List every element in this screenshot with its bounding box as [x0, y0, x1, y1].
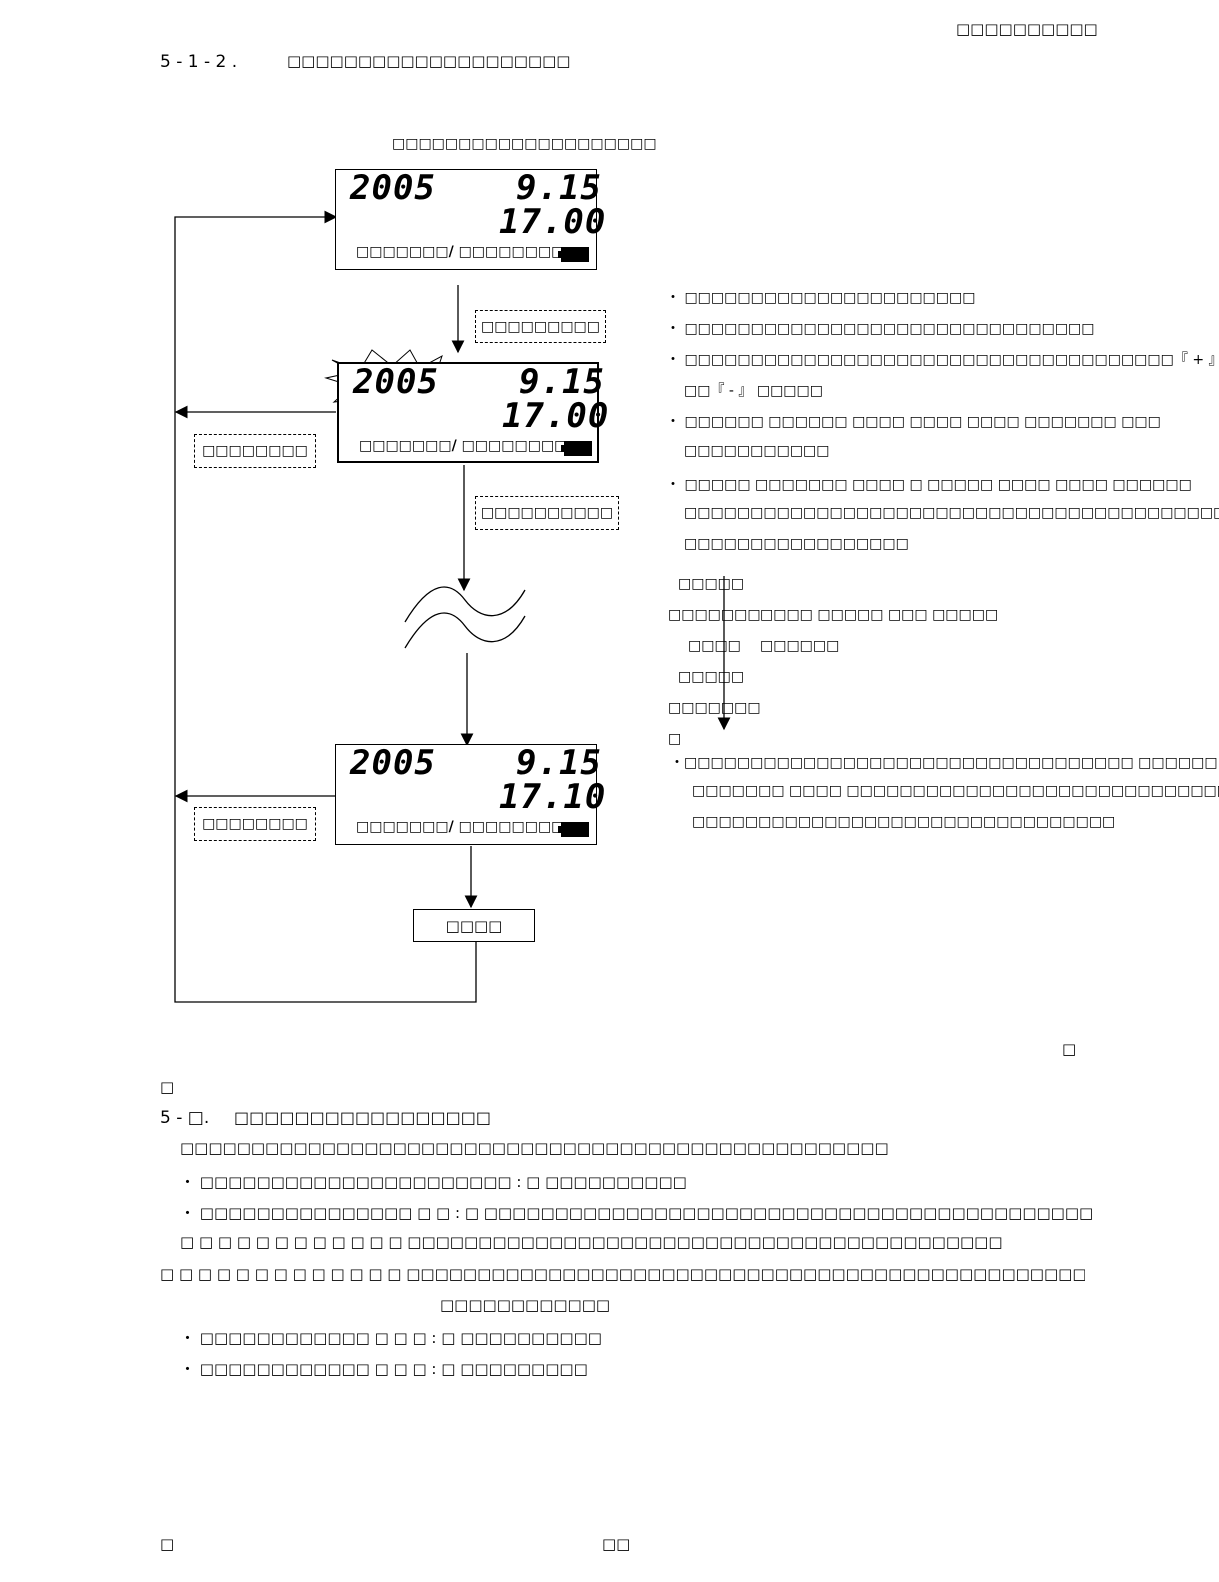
note-line: ・ □□□□□□□□□□□□□□□□□□□□□□□□□□□□□□□□□□□□□『… — [666, 352, 1219, 368]
header-right: □□□□□□□□□□ — [956, 20, 1098, 38]
section-512-title: □□□□□□□□□□□□□□□□□□□□ — [287, 52, 571, 70]
footer-left: □ — [160, 1535, 175, 1553]
battery-icon — [558, 822, 589, 837]
lcd-time: 17.10 — [499, 777, 607, 817]
note-bottom-line: ・□□□□□□□□□□□□□□□□□□□□□□□□□□□□□□□□□□ □□□□… — [670, 755, 1219, 771]
body-line: □ □ □ □ □ □ □ □ □ □ □ □ □ □□□□□□□□□□□□□□… — [160, 1265, 1085, 1283]
body-line: □□□□□□□□□□□□□□□□□□□□□□□□□□□□□□□□□□□□□□□□… — [180, 1139, 889, 1157]
lcd-screen-1: 2005 9.15 17.00 □□□□□□□/ □□□□□□□□ — [335, 168, 605, 270]
lcd-date: 9.15 — [516, 743, 602, 783]
note-line: □□『 - 』 □□□□□ — [684, 383, 823, 399]
stray-mark-left: □ — [160, 1078, 175, 1096]
seq-item: □□□□□□□ — [668, 607, 761, 623]
body-line: □ □ □ □ □ □ □ □ □ □ □ □ □□□□□□□□□□□□□□□□… — [180, 1233, 1003, 1251]
end-box-label: □□□□ — [445, 916, 503, 935]
body-line: ・ □□□□□□□□□□□□□□□□□□□□□□ : □ □□□□□□□□□□ — [180, 1173, 687, 1191]
note-line: ・ □□□□□ □□□□□□□ □□□□ □ □□□□□ □□□□ □□□□ □… — [666, 477, 1192, 493]
seq-right-item: □□□□ □□□□□ □□□ □□□□□ — [760, 607, 999, 623]
lcd-screen-3: 2005 9.15 17.10 □□□□□□□/ □□□□□□□□ — [335, 743, 605, 845]
diagram-title: □□□□□□□□□□□□□□□□□□□□ — [392, 136, 657, 152]
note-line: ・ □□□□□□□□□□□□□□□□□□□□□□□□□□□□□□□ — [666, 321, 1095, 337]
step-label-1: □□□□□□□□□ — [475, 310, 606, 343]
step-label-2: □□□□□□□□□□ — [475, 496, 619, 530]
seq-item: □□□□□□□ — [668, 700, 761, 716]
section-53-title: □□□□□□□□□□□□□□□□□ — [234, 1108, 491, 1127]
battery-icon — [558, 247, 589, 262]
note-line: ・ □□□□□□ □□□□□□ □□□□ □□□□ □□□□ □□□□□□□ □… — [666, 414, 1161, 430]
stray-mark-right: □ — [1062, 1040, 1077, 1058]
page-number: □□ — [602, 1535, 631, 1553]
return-label-2: □□□□□□□□ — [194, 807, 316, 841]
body-line: □□□□□□□□□□□□ — [440, 1296, 611, 1314]
note-bottom-line: □□□□□□□ □□□□ □□□□□□□□□□□□□□□□□□□□□□□□□□□… — [692, 783, 1219, 799]
body-line: ・ □□□□□□□□□□□□ □ □ □ : □ □□□□□□□□□□ — [180, 1329, 602, 1347]
lcd-date: 9.15 — [519, 362, 605, 402]
seq-item: □□□□ — [688, 638, 741, 654]
section-512-number: 5 - 1 - 2 . — [160, 52, 238, 72]
note-line: □□□□□□□□□□□ — [684, 443, 830, 459]
lcd-time: 17.00 — [499, 202, 607, 242]
lcd-year: 2005 — [350, 743, 436, 783]
seq-item: □ — [668, 731, 682, 747]
note-line: □□□□□□□□□□□□□□□□□ — [684, 536, 909, 552]
lcd-label: □□□□□□□/ □□□□□□□□ — [356, 244, 565, 260]
seq-item: □□□□□ — [678, 669, 745, 685]
section-53-number: 5 - □. — [160, 1108, 210, 1128]
note-bottom-line: □□□□□□□□□□□□□□□□□□□□□□□□□□□□□□□□ — [692, 814, 1116, 830]
lcd-year-blinking: 2005 — [353, 362, 439, 402]
lcd-year: 2005 — [350, 168, 436, 208]
battery-icon — [561, 441, 592, 456]
lcd-label: □□□□□□□/ □□□□□□□□ — [356, 819, 565, 835]
lcd-label: □□□□□□□/ □□□□□□□□ — [359, 438, 568, 454]
seq-item: □□□□□ — [678, 576, 745, 592]
seq-right-item: □□□□□□ — [760, 638, 840, 654]
lcd-date: 9.15 — [516, 168, 602, 208]
lcd-screen-2: 2005 9.15 17.00 □□□□□□□/ □□□□□□□□ — [337, 362, 608, 463]
note-line: □□□□□□□□□□□□□□□□□□□□□□□□□□□□□□□□□□□□□□□□… — [684, 505, 1219, 521]
body-line: ・ □□□□□□□□□□□□ □ □ □ : □ □□□□□□□□□ — [180, 1360, 588, 1378]
return-label-1: □□□□□□□□ — [194, 434, 316, 468]
lcd-time: 17.00 — [502, 396, 610, 436]
note-line: ・ □□□□□□□□□□□□□□□□□□□□□□ — [666, 290, 976, 306]
body-line: ・ □□□□□□□□□□□□□□□ □ □ : □ □□□□□□□□□□□□□□… — [180, 1204, 1094, 1222]
end-box: □□□□ — [413, 909, 535, 942]
